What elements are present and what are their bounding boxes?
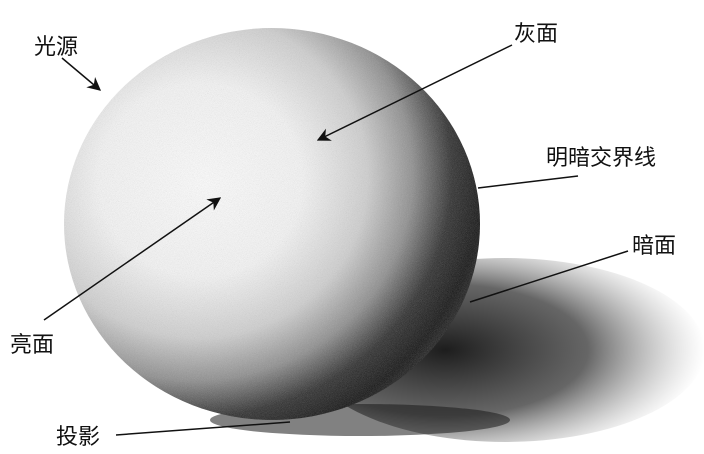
- shadow-side-leader-line: [469, 250, 629, 303]
- label-shadow-side: 暗面: [632, 234, 676, 259]
- halftone-arrow: [316, 44, 513, 141]
- label-halftone: 灰面: [514, 22, 558, 47]
- label-light-source: 光源: [34, 35, 78, 60]
- label-terminator: 明暗交界线: [546, 146, 656, 171]
- sphere-texture: [64, 28, 480, 420]
- light-source-arrow: [61, 57, 102, 91]
- cast-shadow-leader-line: [115, 421, 291, 436]
- label-cast-shadow: 投影: [56, 425, 100, 450]
- label-highlight: 亮面: [10, 333, 54, 358]
- terminator-leader-line: [477, 175, 579, 189]
- highlight-arrow: [43, 197, 222, 321]
